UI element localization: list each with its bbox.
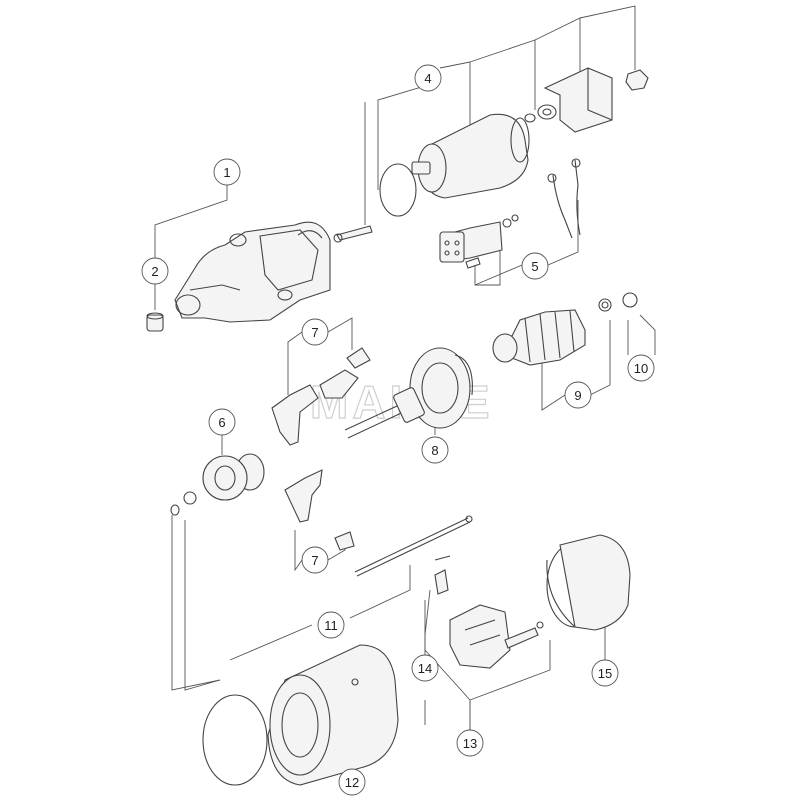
svg-text:2: 2 (151, 264, 158, 279)
shift-fork-lower (284, 469, 355, 551)
callout-13: 13 (456, 729, 484, 757)
pinion-drive (170, 453, 265, 516)
commutator-rotor (492, 292, 638, 366)
svg-text:10: 10 (634, 361, 648, 376)
brush-holder (434, 555, 544, 669)
through-bolt (354, 515, 473, 577)
svg-text:7: 7 (311, 553, 318, 568)
field-frame (202, 644, 399, 786)
armature (344, 347, 473, 439)
callout-4: 4 (414, 64, 442, 92)
svg-text:4: 4 (424, 71, 431, 86)
svg-text:5: 5 (531, 259, 538, 274)
svg-text:12: 12 (345, 775, 359, 790)
svg-text:1: 1 (223, 165, 230, 180)
bushing (146, 312, 164, 332)
callout-15: 15 (591, 659, 619, 687)
callout-8: 8 (421, 436, 449, 464)
svg-text:8: 8 (431, 443, 438, 458)
callout-5: 5 (521, 252, 549, 280)
svg-text:6: 6 (218, 415, 225, 430)
callout-1: 1 (213, 158, 241, 186)
end-cover (546, 534, 631, 631)
svg-text:7: 7 (311, 325, 318, 340)
terminal-kit (439, 158, 581, 269)
callout-14: 14 (411, 654, 439, 682)
svg-text:9: 9 (574, 388, 581, 403)
callout-9: 9 (564, 381, 592, 409)
callout-7-lower: 7 (301, 546, 329, 574)
svg-text:11: 11 (324, 618, 338, 633)
callout-11: 11 (317, 611, 345, 639)
callout-12: 12 (338, 768, 366, 796)
drive-end-housing (174, 221, 331, 323)
callout-10: 10 (627, 354, 655, 382)
callout-6: 6 (208, 408, 236, 436)
callout-7-upper: 7 (301, 318, 329, 346)
svg-text:13: 13 (463, 736, 477, 751)
solenoid-assembly (333, 67, 649, 243)
svg-text:15: 15 (598, 666, 612, 681)
shift-fork-upper (271, 347, 371, 446)
svg-text:14: 14 (418, 661, 432, 676)
callout-2: 2 (141, 257, 169, 285)
